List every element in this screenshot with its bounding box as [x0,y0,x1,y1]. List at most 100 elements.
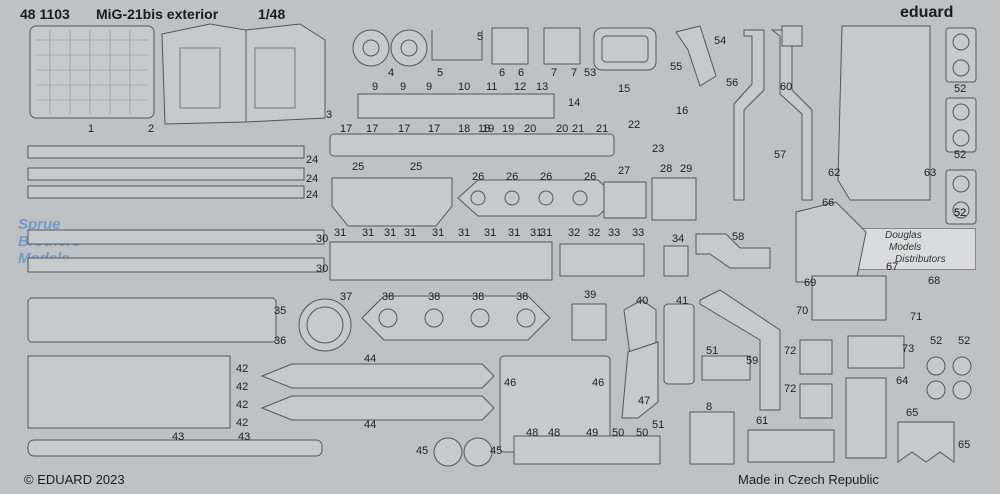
parts-35-36-strips [27,297,277,343]
part-number-label: 10 [458,81,471,93]
part-59-strip [699,289,781,411]
part-number-label: 31 [334,227,347,239]
part-number-label: 72 [784,345,797,357]
part-number-label: 42 [236,417,249,429]
part-number-label: 31 [484,227,497,239]
product-code: 48 1103 [20,6,70,22]
part-52-discs-lower [926,356,972,400]
part-number-label: 35 [274,305,287,317]
distributor-line: Models [889,242,922,253]
part-45-ring [433,437,463,467]
part-47-strip [621,341,659,419]
part-number-label: 11 [486,81,498,93]
part-number-label: 28 [660,163,673,175]
distributor-watermark: Douglas Models Distributors [844,228,976,270]
part-number-label: 31 [458,227,471,239]
part-number-label: 5 [477,31,484,43]
part-number-label: 9 [372,81,379,93]
part-39-plate [571,303,607,341]
part-number-label: 44 [364,419,377,431]
part-number-label: 24 [306,173,319,185]
part-number-label: 52 [954,207,967,219]
part-number-label: 45 [490,445,503,457]
part-41-strip [663,303,695,385]
part-number-label: 48 [526,427,539,439]
part-number-label: 42 [236,381,249,393]
part-30-strip [27,229,325,245]
part-number-label: 25 [352,161,365,173]
part-42-strips [27,355,231,429]
part-number-label: 31 [530,227,543,239]
part-number-label: 43 [238,431,251,443]
part-number-label: 67 [886,261,899,273]
parts-32-33-row [559,243,645,277]
part-number-label: 17 [340,123,353,135]
part-53-window [601,35,649,63]
part-number-label: 17 [428,123,441,135]
part-number-label: 21 [596,123,609,135]
part-number-label: 33 [632,227,645,239]
part-44-strip [260,363,495,389]
part-number-label: 31 [508,227,521,239]
part-56-strip [733,29,765,201]
part-24-strip [27,185,305,199]
part-number-label: 7 [571,67,578,79]
part-number-label: 42 [236,399,249,411]
part-number-label: 48 [548,427,561,439]
part-72-plate [799,383,833,419]
part-52-discs [945,27,977,225]
part-number-label: 72 [784,383,797,395]
part-number-label: 31 [384,227,397,239]
part-number-label: 25 [410,161,423,173]
part-number-label: 52 [930,335,943,347]
part-number-label: 2 [148,123,155,135]
part-number-label: 50 [636,427,649,439]
part-number-label: 42 [236,363,249,375]
part-number-label: 45 [416,445,429,457]
part-number-label: 1 [88,123,95,135]
part-37-hole [306,306,344,344]
part-53-frame [593,27,657,71]
part-number-label: 38 [382,291,395,303]
part-number-label: 20 [556,123,569,135]
part-number-label: 19 [482,123,495,135]
part-number-label: 14 [568,97,581,109]
part-43-strips [27,439,323,457]
part-number-label: 54 [714,35,727,47]
part-number-label: 59 [746,355,759,367]
part-number-label: 52 [954,83,967,95]
part-28-29-grille [651,177,697,221]
part-73-block [847,335,905,369]
part-44-strip [260,395,495,421]
part-number-label: 31 [432,227,445,239]
origin-text: Made in Czech Republic [738,472,879,487]
part-38-strip [361,295,551,341]
part-number-label: 26 [472,171,485,183]
part-number-label: 20 [524,123,537,135]
part-number-label: 7 [551,67,558,79]
part-number-label: 46 [592,377,605,389]
part-6-plate [491,27,529,65]
part-number-label: 38 [516,291,529,303]
part-number-label: 50 [612,427,625,439]
part-number-label: 56 [726,77,739,89]
part-number-label: 31 [404,227,417,239]
part-61-strip [747,429,835,463]
part-65-comb [897,421,955,463]
part-4-disc [390,29,428,67]
part-number-label: 16 [676,105,689,117]
part-1-grille [29,25,155,119]
part-64-grille [845,377,887,459]
part-number-label: 66 [822,197,835,209]
part-4-disc [352,29,390,67]
part-60-tab [781,25,803,47]
part-number-label: 64 [896,375,909,387]
part-number-label: 26 [540,171,553,183]
part-number-label: 58 [732,231,745,243]
copyright-text: © EDUARD 2023 [24,472,125,487]
part-number-label: 39 [584,289,597,301]
part-31-row [329,241,553,281]
part-number-label: 23 [652,143,665,155]
part-number-label: 29 [680,163,693,175]
